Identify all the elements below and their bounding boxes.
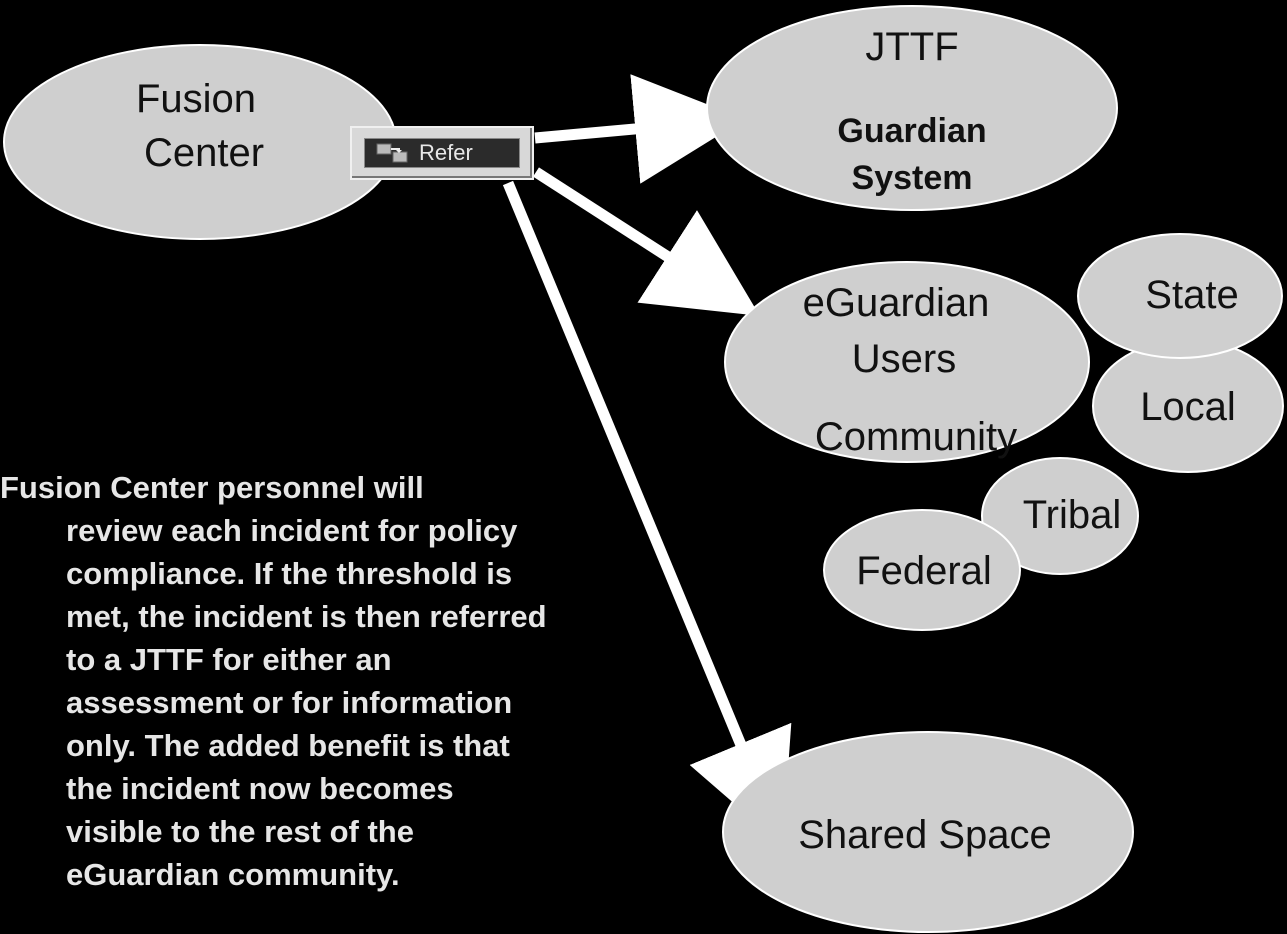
eguardian-line3: Community: [815, 415, 1017, 459]
node-jttf: JTTF Guardian System: [706, 5, 1118, 211]
fusion-center-line2: Center: [144, 131, 264, 175]
description-line: review each incident for policy: [66, 513, 518, 548]
description-line: met, the incident is then referred: [66, 599, 547, 634]
jttf-line2: Guardian: [837, 112, 986, 150]
node-state: State: [1077, 233, 1283, 359]
node-eguardian-community: eGuardian Users Community: [724, 261, 1090, 463]
description-line: compliance. If the threshold is: [66, 556, 513, 591]
refer-button-face[interactable]: Refer: [364, 138, 520, 168]
shared-space-label: Shared Space: [798, 813, 1052, 857]
federal-label: Federal: [856, 549, 992, 593]
state-label: State: [1145, 273, 1238, 317]
node-fusion-center: Fusion Center: [3, 44, 397, 240]
description-line: to a JTTF for either an: [66, 642, 392, 677]
node-federal: Federal: [823, 509, 1021, 631]
eguardian-line2: Users: [852, 337, 956, 381]
jttf-line3: System: [852, 159, 973, 197]
fusion-center-line1: Fusion: [136, 77, 256, 121]
description-line: eGuardian community.: [66, 857, 400, 892]
node-shared-space: Shared Space: [722, 731, 1134, 933]
refer-button-label: Refer: [419, 140, 473, 165]
description-text: Fusion Center personnel will review each…: [0, 466, 710, 896]
description-line: Fusion Center personnel will: [0, 470, 424, 505]
description-line: the incident now becomes: [66, 771, 454, 806]
refer-icon: [376, 143, 408, 163]
description-line: assessment or for information: [66, 685, 513, 720]
node-local: Local: [1092, 339, 1284, 473]
description-line: visible to the rest of the: [66, 814, 414, 849]
description-line: only. The added benefit is that: [66, 728, 510, 763]
arrow-to-shared-space: [502, 180, 792, 846]
local-label: Local: [1140, 385, 1236, 429]
arrow-to-jttf: [534, 74, 745, 184]
eguardian-line1: eGuardian: [803, 281, 990, 325]
jttf-line1: JTTF: [865, 25, 958, 69]
arrow-to-eguardian: [533, 167, 760, 316]
refer-button[interactable]: Refer: [350, 126, 534, 180]
tribal-label: Tribal: [1023, 493, 1122, 537]
node-tribal: Tribal: [981, 457, 1139, 575]
